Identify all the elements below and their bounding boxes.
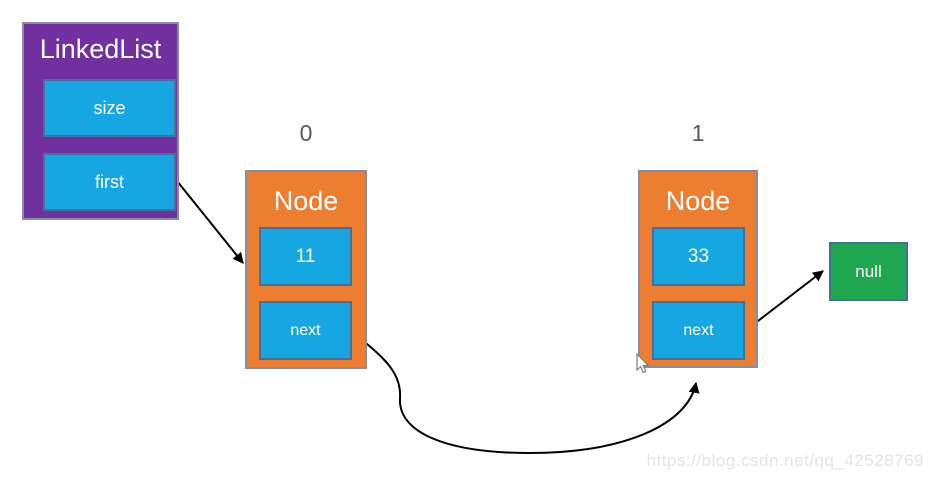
- linkedlist-title: LinkedList: [39, 34, 162, 64]
- node0-next-label: next: [290, 321, 321, 339]
- node0-box: Node 11 next: [245, 170, 367, 369]
- node1-title: Node: [665, 186, 731, 216]
- null-label: null: [855, 261, 882, 281]
- node0-index-label: 0: [299, 120, 313, 146]
- node1-value: 33: [687, 245, 710, 267]
- node0-value-cell: 11: [259, 227, 352, 286]
- watermark-text: https://blog.csdn.net/qq_42528769: [646, 451, 924, 470]
- linkedlist-field-first-label: first: [95, 171, 124, 192]
- null-box: null: [829, 242, 908, 301]
- linkedlist-field-size: size: [43, 79, 176, 137]
- linkedlist-field-size-label: size: [93, 97, 126, 118]
- node1-box: Node 33 next: [638, 170, 758, 368]
- arrow-first-to-node0: [176, 180, 244, 264]
- node1-index-label: 1: [691, 120, 705, 146]
- node1-value-cell: 33: [652, 227, 745, 286]
- node0-next-cell: next: [259, 301, 352, 360]
- node1-next-cell: next: [652, 301, 745, 360]
- node0-value: 11: [295, 245, 316, 267]
- linkedlist-box: LinkedList size first: [22, 22, 179, 220]
- linkedlist-field-first: first: [43, 153, 176, 211]
- node1-next-label: next: [683, 321, 714, 339]
- node0-title: Node: [273, 186, 339, 216]
